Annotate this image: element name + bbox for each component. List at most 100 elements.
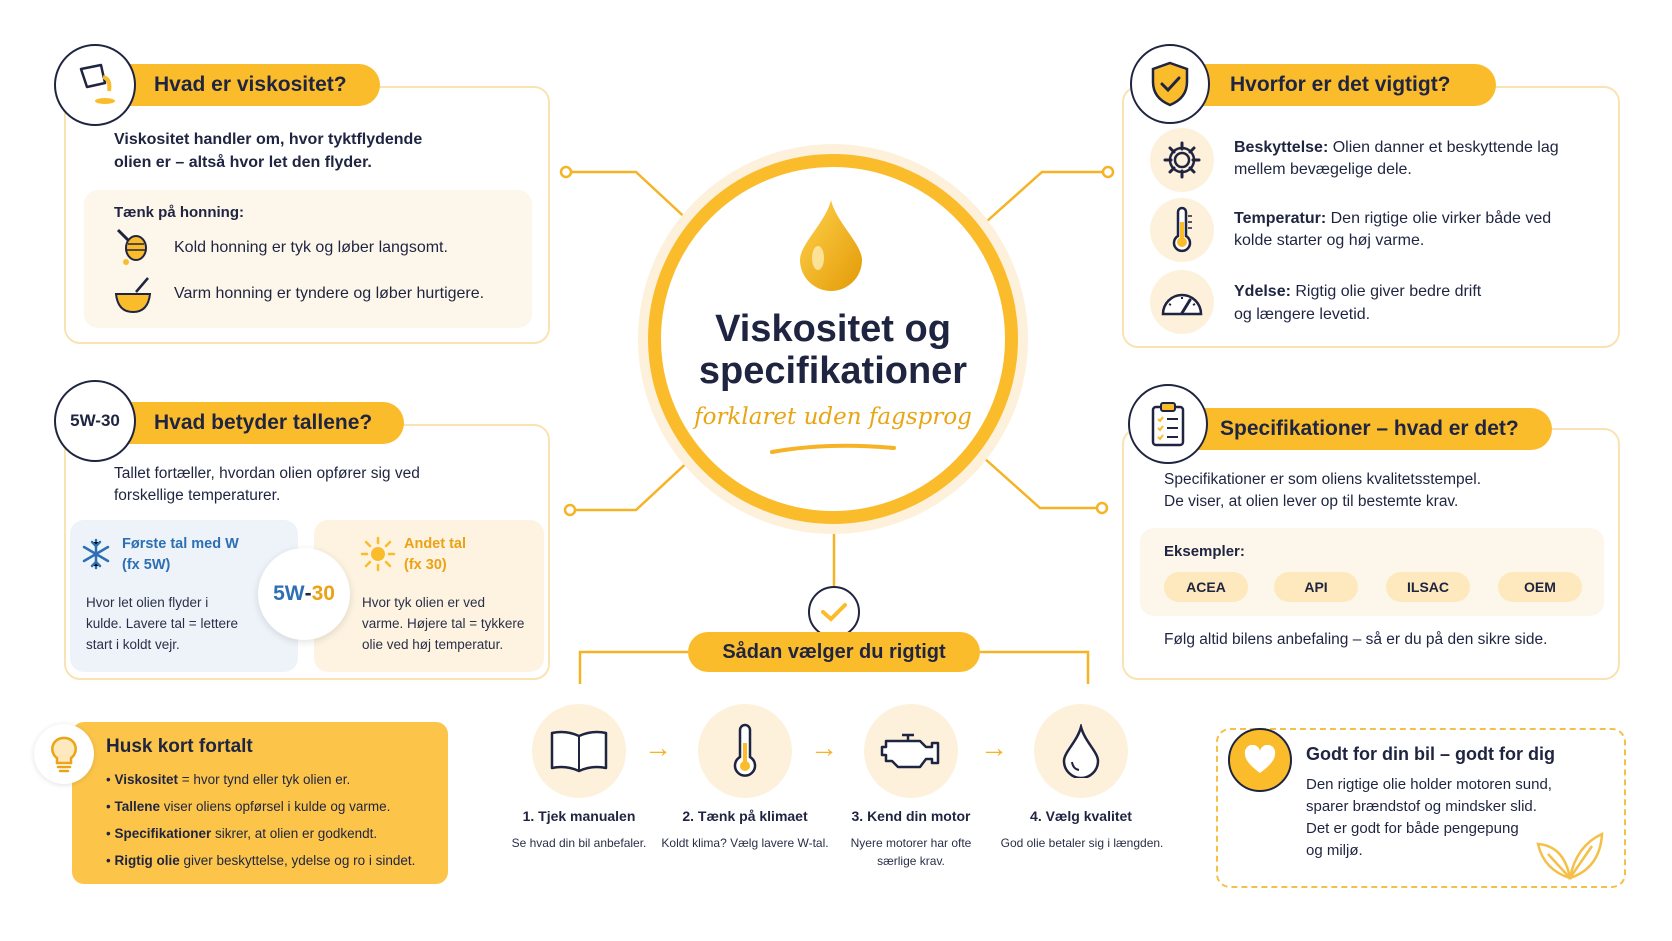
lightbulb-icon	[34, 724, 94, 784]
numbers-intro-1: Tallet fortæller, hvordan olien opfører …	[114, 465, 420, 482]
shield-icon	[1130, 44, 1210, 124]
subtitle-underline	[770, 443, 896, 454]
thermometer-icon	[1150, 198, 1214, 262]
second-number-text-1: Hvor tyk olien er ved	[362, 595, 486, 610]
center-subtitle: forklaret uden fagsprog	[694, 404, 972, 430]
center-title-line2: specifikationer	[698, 350, 968, 392]
center-5w30-circle: 5W-30	[258, 548, 350, 640]
center-5w30-dash: -	[304, 582, 312, 605]
why-item-1-line1: Beskyttelse: Olien danner et beskyttende…	[1234, 136, 1559, 159]
honey-warm: Varm honning er tyndere og løber hurtige…	[174, 285, 485, 302]
why-item-3-line1: Ydelse: Rigtig olie giver bedre drift	[1234, 280, 1481, 303]
why-item-3-rest: Rigtig olie giver bedre drift	[1290, 283, 1482, 300]
oil-drop-icon	[800, 200, 862, 291]
summary-item-3-rest: sikrer, at olien er godkendt.	[211, 826, 378, 841]
why-heading: Hvorfor er det vigtigt?	[1190, 64, 1496, 106]
numbers-heading: Hvad betyder tallene?	[128, 402, 404, 444]
why-item-2-line2: kolde starter og høj varme.	[1234, 232, 1425, 249]
why-item-2-rest: Den rigtige olie virker både ved	[1326, 210, 1552, 227]
pour-icon	[54, 44, 136, 126]
good-line-4: og miljø.	[1306, 842, 1363, 859]
summary-item-4-rest: giver beskyttelse, ydelse og ro i sindet…	[179, 853, 416, 868]
step-2-title: 2. Tænk på klimaet	[682, 808, 808, 824]
drop-step-icon	[1034, 704, 1128, 798]
step-3-title: 3. Kend din motor	[851, 808, 971, 824]
first-number-text-1: Hvor let olien flyder i	[86, 595, 209, 610]
second-number-text-2: varme. Højere tal = tykkere	[362, 616, 525, 631]
spec-tag-ilsac: ILSAC	[1386, 572, 1470, 602]
first-number-text-2: kulde. Lavere tal = lettere	[86, 616, 238, 631]
specs-footer: Følg altid bilens anbefaling – så er du …	[1164, 631, 1548, 648]
badge-5w30: 5W-30	[54, 380, 136, 462]
book-icon	[532, 704, 626, 798]
step-arrow-3: →	[980, 732, 1008, 763]
center-5w30-part2: 30	[311, 582, 335, 605]
step-4-title: 4. Vælg kvalitet	[1030, 808, 1132, 824]
viscosity-heading: Hvad er viskositet?	[128, 64, 380, 106]
summary-item-2: • Tallene viser oliens opførsel i kulde …	[106, 799, 391, 814]
summary-item-2-bold: Tallene	[114, 799, 161, 814]
second-number-box	[314, 520, 544, 672]
summary-item-1: • Viskositet = hvor tynd eller tyk olien…	[106, 772, 351, 787]
spec-tag-oem: OEM	[1498, 572, 1582, 602]
numbers-intro-2: forskellige temperaturer.	[114, 487, 281, 504]
gauge-icon	[1150, 270, 1214, 334]
step-arrow-2: →	[810, 732, 838, 763]
step-4-sub: God olie betaler sig i længden.	[1000, 836, 1164, 850]
why-item-2-line1: Temperatur: Den rigtige olie virker både…	[1234, 207, 1551, 230]
summary-card	[72, 722, 448, 884]
step-3-sub1: Nyere motorer har ofte	[850, 836, 972, 850]
why-item-1-bold: Beskyttelse:	[1234, 139, 1329, 156]
why-item-3-bold: Ydelse:	[1234, 283, 1291, 300]
examples-label: Eksempler:	[1164, 543, 1245, 560]
good-line-2: sparer brændstof og mindsker slid.	[1306, 798, 1537, 815]
spec-tag-api: API	[1274, 572, 1358, 602]
good-heading: Godt for din bil – godt for dig	[1306, 744, 1555, 764]
honey-dipper-icon	[116, 228, 147, 265]
specs-heading: Specifikationer – hvad er det?	[1190, 408, 1552, 450]
summary-item-2-rest: viser oliens opførsel i kulde og varme.	[160, 799, 391, 814]
first-number-text-3: start i koldt vejr.	[86, 637, 180, 652]
summary-heading: Husk kort fortalt	[106, 736, 253, 757]
step-1-title: 1. Tjek manualen	[522, 808, 636, 824]
choose-heading: Sådan vælger du rigtigt	[688, 632, 980, 672]
heart-icon	[1228, 728, 1292, 792]
honey-box	[84, 190, 532, 328]
check-circle-icon	[808, 586, 860, 638]
summary-item-4-bold: Rigtig olie	[114, 853, 180, 868]
second-number-title-2: (fx 30)	[404, 557, 447, 573]
summary-item-1-rest: = hvor tynd eller tyk olien er.	[178, 772, 351, 787]
honey-label: Tænk på honning:	[114, 204, 244, 221]
good-line-1: Den rigtige olie holder motoren sund,	[1306, 776, 1552, 793]
second-number-text-3: olie ved høj temperatur.	[362, 637, 504, 652]
first-number-title-2: (fx 5W)	[122, 557, 171, 573]
snowflake-icon	[82, 538, 110, 570]
second-number-title-1: Andet tal	[404, 536, 467, 552]
thermometer-step-icon	[698, 704, 792, 798]
spec-tag-acea: ACEA	[1164, 572, 1248, 602]
center-title-line1: Viskositet og	[715, 308, 951, 350]
specs-intro-1: Specifikationer er som oliens kvalitetss…	[1164, 471, 1482, 488]
step-3-sub2: særlige krav.	[877, 854, 945, 868]
summary-item-1-bold: Viskositet	[114, 772, 179, 787]
leaf-icon	[1536, 831, 1604, 880]
why-item-1-line2: mellem bevægelige dele.	[1234, 161, 1412, 178]
step-arrow-1: →	[644, 732, 672, 763]
viscosity-intro-2: olien er – altså hvor let den flyder.	[114, 154, 372, 171]
why-item-3-line2: og længere levetid.	[1234, 306, 1371, 323]
honey-bowl-icon	[114, 277, 152, 314]
why-item-2-bold: Temperatur:	[1234, 210, 1327, 227]
clipboard-icon	[1128, 384, 1208, 464]
engine-icon	[864, 704, 958, 798]
viscosity-intro-1: Viskositet handler om, hvor tyktflydende	[114, 131, 423, 148]
center-5w30-part1: 5W	[273, 582, 305, 605]
honey-cold: Kold honning er tyk og løber langsomt.	[174, 239, 448, 256]
summary-item-3-bold: Specifikationer	[114, 826, 212, 841]
summary-item-3: • Specifikationer sikrer, at olien er go…	[106, 826, 378, 841]
summary-item-4: • Rigtig olie giver beskyttelse, ydelse …	[106, 853, 416, 868]
good-line-3: Det er godt for både pengepung	[1306, 820, 1519, 837]
sun-icon	[360, 536, 396, 572]
badge-5w30-text: 5W-30	[70, 411, 120, 430]
first-number-title-1: Første tal med W	[122, 536, 239, 552]
